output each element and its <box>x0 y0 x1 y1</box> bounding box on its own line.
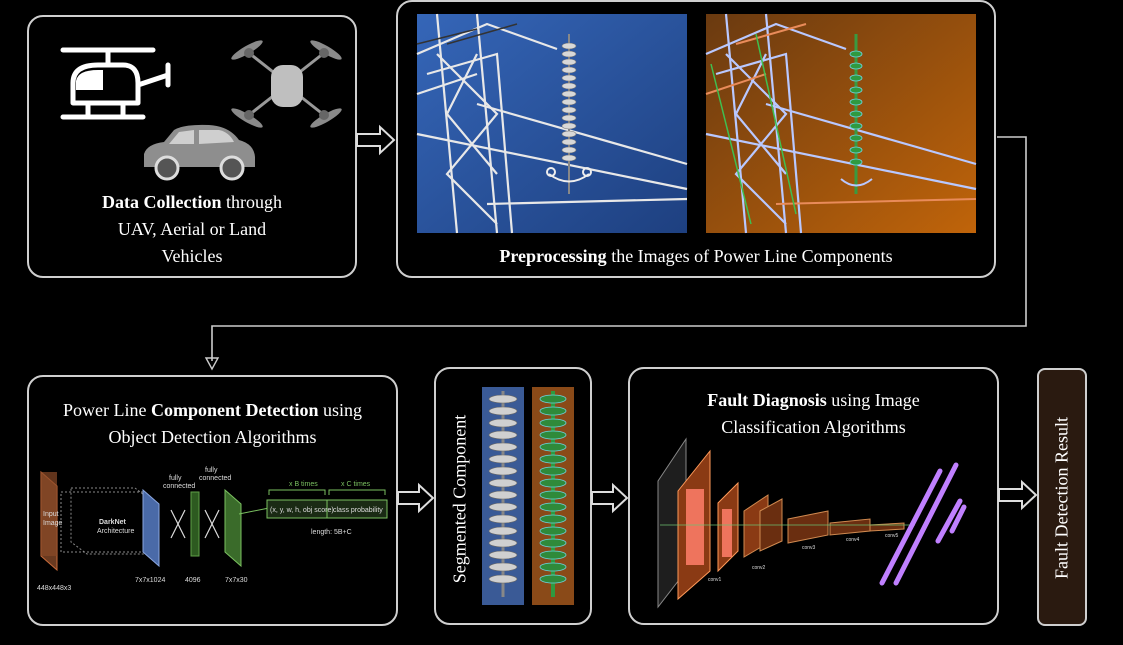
yolo-input-dim: 448x448x3 <box>37 585 71 592</box>
arrow-right-icon <box>591 482 629 514</box>
yolo-input-label-1: Input <box>43 511 59 518</box>
arrow-right-icon <box>998 479 1038 511</box>
yolo-fc2-a: fully <box>205 467 218 474</box>
data-collection-line3: Vehicles <box>161 246 223 266</box>
component-detection-line2: Object Detection Algorithms <box>108 427 317 447</box>
yolo-darknet-2: Architecture <box>97 528 134 535</box>
yolo-dim-1: 7x7x1024 <box>135 577 165 584</box>
component-detection-title-bold: Component Detection <box>150 400 319 420</box>
flow-connector <box>204 136 1027 371</box>
preprocessing-title-rest: the Images of Power Line Components <box>606 246 893 266</box>
data-collection-title-rest: through <box>221 192 282 212</box>
yolo-box-params: (x, y, w, h, obj score) <box>270 507 334 514</box>
yolo-input-label-2: Image <box>43 520 63 527</box>
yolo-b-times: x B times <box>289 481 318 488</box>
svg-text:conv5: conv5 <box>885 533 899 539</box>
cnn-architecture-diagram: conv1 conv2 conv3 conv4 conv5 <box>657 437 967 609</box>
fault-detection-result-label: Fault Detection Result <box>1051 417 1072 579</box>
yolo-architecture-diagram: Input Image 448x448x3 DarkNet Architectu… <box>37 467 388 592</box>
data-collection-line2: UAV, Aerial or Land <box>117 219 267 239</box>
preprocessing-box: Preprocessing the Images of Power Line C… <box>396 0 996 278</box>
yolo-class-prob: class probability <box>333 507 383 514</box>
segmented-insulator-images <box>482 387 574 605</box>
arrow-right-icon <box>356 124 396 156</box>
svg-text:conv4: conv4 <box>846 537 860 543</box>
fault-diagnosis-line2: Classification Algorithms <box>721 417 906 437</box>
svg-text:conv1: conv1 <box>708 577 722 583</box>
svg-text:conv3: conv3 <box>802 545 816 551</box>
preprocessing-caption: Preprocessing the Images of Power Line C… <box>398 243 994 270</box>
helicopter-icon <box>60 47 171 120</box>
yolo-dim-2: 4096 <box>185 577 201 584</box>
arrow-right-icon <box>397 482 435 514</box>
component-detection-box: Power Line Component Detection using Obj… <box>27 375 398 626</box>
svg-text:conv2: conv2 <box>752 565 766 571</box>
fault-diagnosis-box: Fault Diagnosis using Image Classificati… <box>628 367 999 625</box>
component-detection-caption: Power Line Component Detection using Obj… <box>29 397 396 451</box>
segmented-component-label: Segmented Component <box>449 414 470 584</box>
component-detection-pre: Power Line <box>63 400 151 420</box>
preprocessing-title-bold: Preprocessing <box>499 246 607 266</box>
yolo-fc1-b: connected <box>163 483 195 490</box>
enhanced-power-line-image <box>705 13 977 234</box>
yolo-dim-3: 7x7x30 <box>225 577 248 584</box>
raw-power-line-image <box>416 13 688 234</box>
car-icon <box>144 124 255 181</box>
component-detection-post: using <box>318 400 362 420</box>
fault-detection-result-box: Fault Detection Result <box>1037 368 1087 626</box>
data-collection-caption: Data Collection through UAV, Aerial or L… <box>29 189 355 270</box>
segmented-component-box: Segmented Component <box>434 367 592 625</box>
data-collection-box: Data Collection through UAV, Aerial or L… <box>27 15 357 278</box>
yolo-c-times: x C times <box>341 481 371 488</box>
data-collection-title-bold: Data Collection <box>102 192 222 212</box>
fault-diagnosis-title-bold: Fault Diagnosis <box>707 390 827 410</box>
yolo-length: length: 5B+C <box>311 529 352 536</box>
yolo-fc1-a: fully <box>169 475 182 482</box>
yolo-darknet-1: DarkNet <box>99 519 127 526</box>
yolo-fc2-b: connected <box>199 475 231 482</box>
fault-diagnosis-title-rest: using Image <box>826 390 920 410</box>
drone-icon <box>231 40 342 128</box>
fault-diagnosis-caption: Fault Diagnosis using Image Classificati… <box>630 387 997 441</box>
